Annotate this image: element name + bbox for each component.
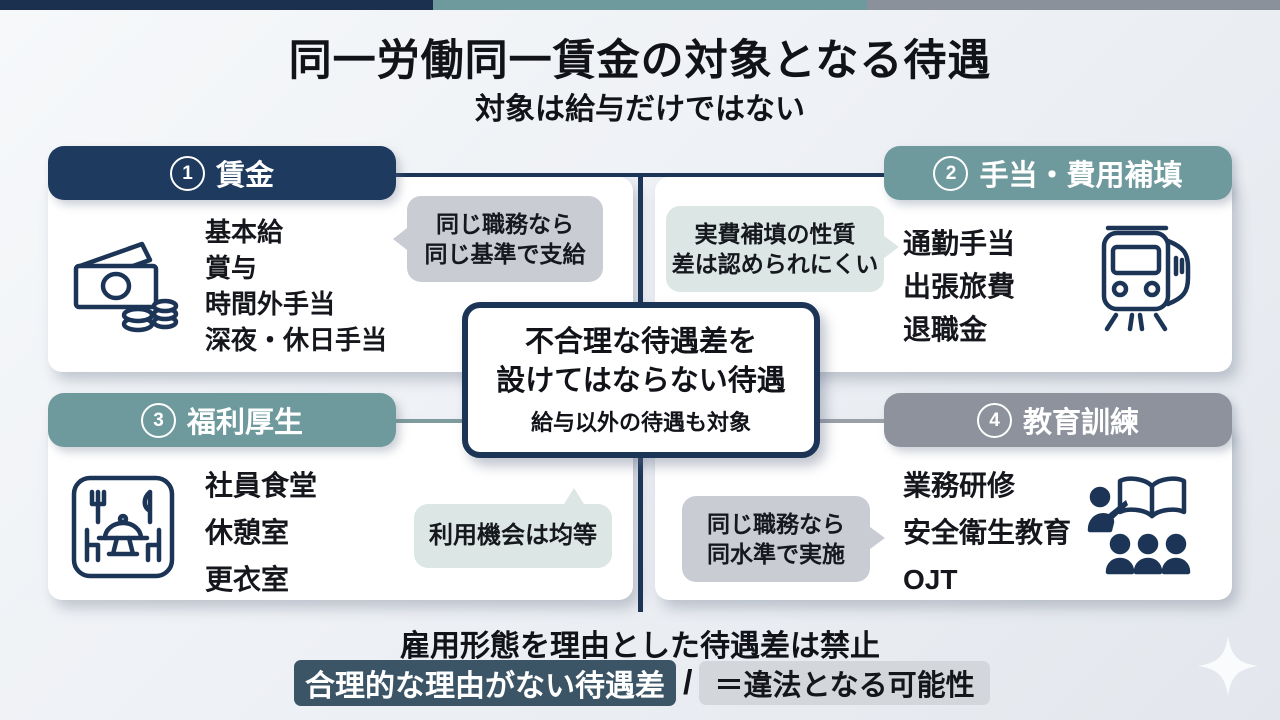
page-title: 同一労働同一賃金の対象となる待遇 xyxy=(288,37,992,85)
list-item: OJT xyxy=(903,564,958,595)
card-header-wages: 1 賃金 xyxy=(48,146,396,200)
welfare-note-bubble: 利用機会は均等 xyxy=(414,488,612,568)
wages-note-bubble: 同じ職務なら 同じ基準で支給 xyxy=(393,196,603,282)
circled-number: 3 xyxy=(140,402,176,438)
stripe-navy-segment xyxy=(0,0,433,10)
list-item: 社員食堂 xyxy=(205,470,318,501)
list-item: 休憩室 xyxy=(205,517,290,548)
stripe-teal-segment xyxy=(433,0,867,10)
footer-separator: / xyxy=(683,663,693,702)
card-header-label: 手当・費用補填 xyxy=(979,160,1183,192)
bubble-text: 利用機会は均等 xyxy=(429,522,597,550)
training-note-bubble: 同じ職務なら 同水準で実施 xyxy=(682,496,885,582)
allowances-item-list: 通勤手当 出張旅費 退職金 xyxy=(903,222,1015,351)
page-subtitle: 対象は給与だけではない xyxy=(475,93,805,126)
money-icon xyxy=(73,241,179,333)
card-header-label: 賃金 xyxy=(215,160,274,192)
training-item-list: 業務研修 安全衛生教育 OJT xyxy=(903,462,1071,603)
list-item: 賞与 xyxy=(205,253,258,283)
bubble-text: 実費補填の性質 xyxy=(694,220,856,247)
bubble-text: 同水準で実施 xyxy=(707,541,845,567)
list-item: 出張旅費 xyxy=(903,271,1016,302)
welfare-item-list: 社員食堂 休憩室 更衣室 xyxy=(205,462,317,603)
connector-welfare xyxy=(393,419,463,423)
center-statement-line: 設けてはならない待遇 xyxy=(496,364,786,397)
connector-allowances xyxy=(638,173,886,177)
list-item: 基本給 xyxy=(205,217,284,247)
bubble-tail xyxy=(870,527,885,549)
bubble-tail xyxy=(884,236,899,258)
footer-badges: 合理的な理由がない待遇差 / ＝違法となる可能性 xyxy=(294,660,990,706)
wages-item-list: 基本給 賞与 時間外手当 深夜・休日手当 xyxy=(205,214,387,358)
connector-training xyxy=(816,419,886,423)
card-header-welfare: 3 福利厚生 xyxy=(48,393,396,447)
allowances-note-bubble: 実費補填の性質 差は認められにくい xyxy=(666,206,899,292)
list-item: 安全衛生教育 xyxy=(903,517,1072,548)
list-item: 深夜・休日手当 xyxy=(205,325,388,355)
circled-number: 2 xyxy=(933,155,969,191)
training-icon xyxy=(1087,476,1191,575)
bubble-text: 同じ職務なら xyxy=(436,210,574,237)
stripe-gray-segment xyxy=(867,0,1280,10)
card-header-label: 福利厚生 xyxy=(186,407,303,439)
card-header-training: 4 教育訓練 xyxy=(884,393,1232,447)
bubble-tail xyxy=(564,488,584,504)
circled-number: 4 xyxy=(976,402,1012,438)
bubble-text: 差は認められにくい xyxy=(671,251,879,277)
card-header-label: 教育訓練 xyxy=(1022,407,1139,439)
top-stripe xyxy=(0,0,1280,10)
cafeteria-icon xyxy=(71,475,175,579)
footer-badge-dark: 合理的な理由がない待遇差 xyxy=(294,660,676,706)
center-statement-box: 不合理な待遇差を 設けてはならない待遇 給与以外の待遇も対象 xyxy=(462,302,820,458)
bubble-tail xyxy=(393,228,407,250)
list-item: 退職金 xyxy=(903,314,988,345)
bubble-text: 同じ職務なら xyxy=(707,510,845,537)
sparkle-icon xyxy=(1198,636,1258,696)
center-statement-line: 不合理な待遇差を xyxy=(524,326,757,359)
train-icon xyxy=(1101,225,1191,332)
card-header-allowances: 2 手当・費用補填 xyxy=(884,146,1232,200)
list-item: 通勤手当 xyxy=(903,228,1016,259)
bubble-text: 同じ基準で支給 xyxy=(424,241,586,267)
footer-badge-light: ＝違法となる可能性 xyxy=(699,661,990,705)
list-item: 更衣室 xyxy=(205,564,290,595)
center-statement-note: 給与以外の待遇も対象 xyxy=(530,409,751,435)
list-item: 時間外手当 xyxy=(205,289,336,319)
list-item: 業務研修 xyxy=(903,470,1016,501)
circled-number: 1 xyxy=(169,155,205,191)
footer-rule-text: 雇用形態を理由とした待遇差は禁止 xyxy=(400,630,880,663)
connector-wages xyxy=(393,173,643,177)
